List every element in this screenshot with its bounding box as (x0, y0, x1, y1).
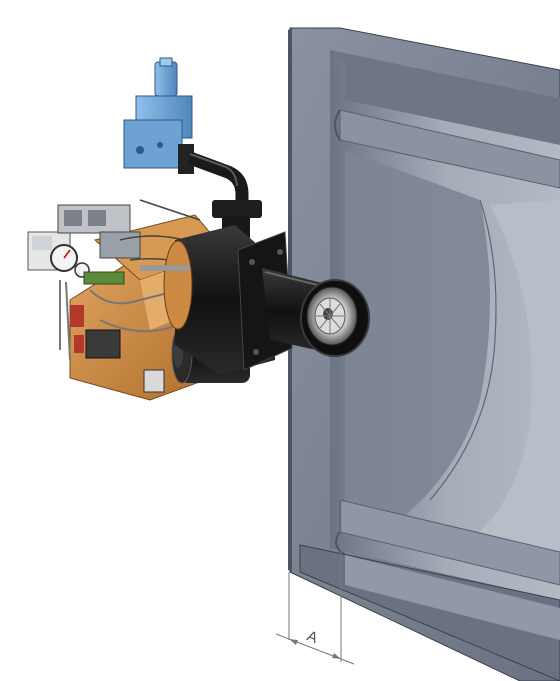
pressure-gauge-needle (63, 249, 71, 259)
electrical-module-detail (64, 210, 82, 226)
electrical-module-detail-2 (88, 210, 106, 226)
chamber-bottom-rib-curve (335, 531, 346, 556)
diffuser-slots (316, 298, 344, 334)
chamber-top-rib (339, 109, 560, 189)
valve-block-red (70, 305, 84, 327)
dimension-arrow-right (332, 653, 341, 659)
blast-tube (262, 268, 370, 357)
gas-valve-flange (178, 144, 194, 174)
chamber-top-rib-curve (334, 109, 341, 141)
flange-bolt-2 (277, 249, 283, 255)
combustion-chamber (288, 27, 560, 681)
chamber-top-wall (330, 50, 560, 145)
servo-motor (99, 231, 141, 259)
fuel-lines (59, 280, 201, 361)
gas-pipe-elbow (187, 151, 249, 212)
dimension-label: A (305, 627, 320, 646)
chamber-bottom-rib (339, 499, 560, 586)
flange-bolt-1 (249, 259, 255, 265)
gas-valve-actuator (154, 61, 178, 97)
flange-bolt-3 (253, 349, 259, 355)
chamber-bottom-lip (345, 555, 560, 640)
dimension-arrow-left (289, 639, 298, 645)
control-box-face (32, 236, 52, 250)
gas-valve-port-2 (157, 142, 163, 148)
control-panel (27, 199, 211, 393)
burner-assembly (27, 57, 370, 401)
gas-pipe-highlight (189, 153, 238, 187)
chamber-inner-bore-edge (429, 199, 497, 501)
chamber-inner-shadow (345, 150, 490, 520)
gas-pipe-flange (212, 200, 262, 218)
fan-housing-front (163, 240, 193, 330)
bracket-bottom (143, 369, 165, 393)
chamber-inner-bore (470, 200, 560, 560)
gas-pipe (187, 151, 262, 242)
gas-valve-lower (123, 119, 183, 169)
terminal-strip (83, 271, 125, 285)
gas-valve (123, 57, 194, 174)
gas-valve-cap (159, 57, 173, 67)
gas-valve-port (136, 146, 144, 154)
valve-block-red-2 (74, 335, 84, 353)
fuel-pump (85, 329, 121, 359)
air-damper-rod (140, 265, 190, 271)
